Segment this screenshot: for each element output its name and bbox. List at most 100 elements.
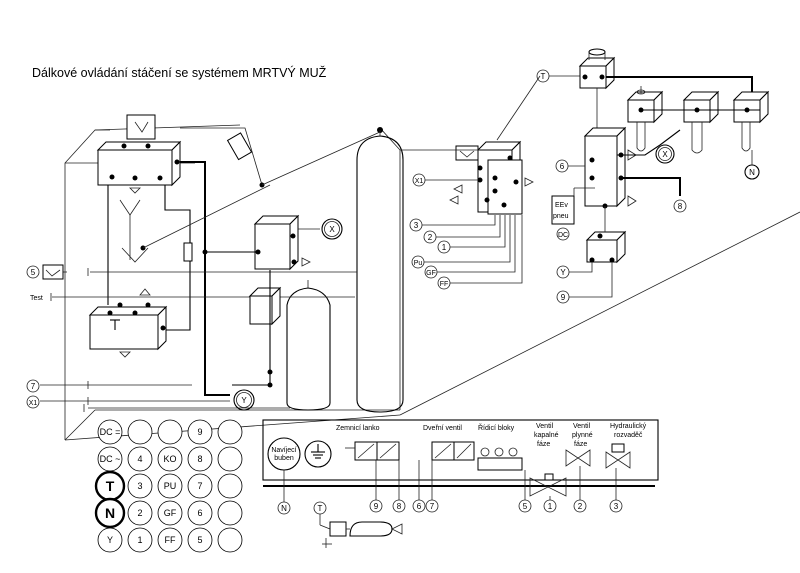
top-valves-row bbox=[626, 86, 770, 154]
legend-circle bbox=[157, 446, 183, 472]
legend-circle bbox=[217, 500, 243, 526]
panel-num-1: 1 bbox=[548, 502, 553, 511]
small-tank-bottom: T bbox=[313, 501, 403, 548]
panel-ventil-ply-1: Ventil bbox=[573, 423, 591, 430]
legend-label: KO bbox=[163, 454, 176, 464]
gauge-n-right: N bbox=[749, 168, 755, 177]
label-five: 5 bbox=[31, 268, 36, 277]
label-test: Test bbox=[30, 295, 43, 302]
right-label-eight: 8 bbox=[678, 202, 683, 211]
legend-circle bbox=[97, 527, 123, 553]
legend-label: Y bbox=[107, 535, 113, 545]
mid-label-two: 2 bbox=[428, 233, 433, 242]
upper-control-block bbox=[96, 114, 182, 194]
legend-label: DC = bbox=[100, 427, 121, 437]
eev-line2: pneu bbox=[553, 213, 569, 220]
label-seven: 7 bbox=[31, 382, 36, 391]
legend-circle bbox=[217, 419, 243, 445]
legend-label: 6 bbox=[197, 508, 202, 518]
left-labels: 5 Test 7 X1 bbox=[26, 264, 89, 412]
mid-label-one: 1 bbox=[442, 243, 447, 252]
panel-ventil-ply-3: fáze bbox=[574, 441, 587, 448]
panel-ventil-kap-1: Ventil bbox=[536, 423, 554, 430]
legend-circle bbox=[157, 500, 183, 526]
legend-circle bbox=[127, 500, 153, 526]
right-cluster: T bbox=[496, 48, 770, 304]
legend-circle bbox=[127, 527, 153, 553]
panel-num-5: 5 bbox=[523, 502, 528, 511]
panel-num-2: 2 bbox=[578, 502, 583, 511]
legend-label: FF bbox=[165, 535, 176, 545]
diagram-title: Dálkové ovládání stáčení se systémem MRT… bbox=[32, 66, 327, 80]
label-x1: X1 bbox=[29, 400, 38, 407]
legend-circle bbox=[217, 473, 243, 499]
legend-circle bbox=[127, 446, 153, 472]
panel-ventil-kap-3: fáze bbox=[537, 441, 550, 448]
panel-hydr-2: rozvaděč bbox=[614, 432, 643, 439]
legend-label: 7 bbox=[197, 481, 202, 491]
gauge-y-label: Y bbox=[241, 396, 247, 405]
panel-zemnici: Zemnicí lanko bbox=[336, 425, 380, 432]
legend-label: 9 bbox=[197, 427, 202, 437]
panel-ventil-kap-2: kapalné bbox=[534, 432, 559, 439]
mid-label-x1: X1 bbox=[415, 178, 424, 185]
eev-dc: DC bbox=[558, 232, 568, 239]
legend-circle bbox=[187, 527, 213, 553]
legend-label: N bbox=[105, 505, 115, 521]
legend-circle bbox=[157, 527, 183, 553]
panel-hydr-1: Hydraulický bbox=[610, 423, 647, 430]
gauge-y-main: Y bbox=[233, 389, 255, 411]
legend-label: PU bbox=[164, 481, 177, 491]
legend-circle bbox=[157, 419, 183, 445]
right-label-y: Y bbox=[560, 268, 566, 277]
legend-circle bbox=[127, 419, 153, 445]
panel-num-6: 6 bbox=[417, 502, 422, 511]
legend-label: 2 bbox=[137, 508, 142, 518]
panel-num-7: 7 bbox=[430, 502, 435, 511]
middle-valve-block bbox=[232, 214, 320, 388]
mid-label-ff: FF bbox=[440, 281, 449, 288]
legend-circle bbox=[97, 419, 123, 445]
legend-label: 4 bbox=[137, 454, 142, 464]
legend-circle bbox=[127, 473, 153, 499]
lower-control-block bbox=[88, 288, 168, 358]
legend-circle bbox=[187, 473, 213, 499]
legend-circle bbox=[187, 446, 213, 472]
legend-label: 5 bbox=[197, 535, 202, 545]
bottom-panel: Navíjecí buben Zemnicí lanko Dveřní vent… bbox=[262, 419, 659, 497]
mid-label-gf: GF bbox=[426, 270, 436, 277]
gauge-x-label: X bbox=[329, 225, 335, 234]
legend-circle bbox=[157, 473, 183, 499]
panel-num-9: 9 bbox=[374, 502, 379, 511]
legend-label: GF bbox=[164, 508, 177, 518]
legend-label: 8 bbox=[197, 454, 202, 464]
panel-navijeci-2: buben bbox=[274, 455, 294, 462]
gauge-x-right: X bbox=[662, 150, 668, 159]
panel-connectors: N 9 8 6 7 5 1 2 3 bbox=[277, 460, 623, 515]
panel-num-3: 3 bbox=[614, 502, 619, 511]
legend-circle bbox=[94, 497, 126, 529]
tall-tank bbox=[356, 127, 404, 413]
bottom-t-label: T bbox=[318, 504, 323, 513]
legend-label: T bbox=[106, 478, 115, 494]
legend-label: 1 bbox=[137, 535, 142, 545]
legend-circle bbox=[187, 500, 213, 526]
legend-circle bbox=[187, 419, 213, 445]
legend-circle bbox=[217, 446, 243, 472]
mid-label-three: 3 bbox=[414, 221, 419, 230]
legend-label: 3 bbox=[137, 481, 142, 491]
panel-dverni: Dveřní ventil bbox=[423, 425, 462, 432]
middle-cluster: X1 3 2 1 Pu GF FF bbox=[400, 140, 534, 290]
right-label-nine: 9 bbox=[561, 293, 566, 302]
legend-circle bbox=[217, 527, 243, 553]
short-cylinder bbox=[286, 280, 331, 411]
panel-num-8: 8 bbox=[397, 502, 402, 511]
gauge-x-main: X bbox=[321, 218, 343, 240]
right-label-six: 6 bbox=[560, 162, 565, 171]
gauge-t-top: T bbox=[541, 72, 546, 81]
left-wiring bbox=[40, 127, 381, 409]
panel-navijeci-1: Navíjecí bbox=[271, 447, 296, 454]
